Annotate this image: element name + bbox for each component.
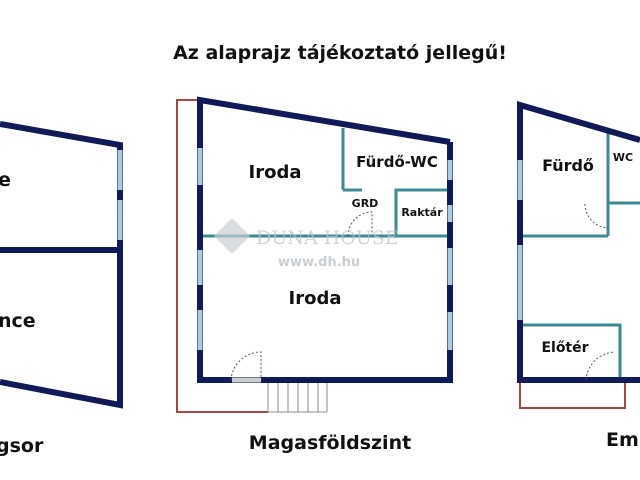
- disclaimer-title: Az alaprajz tájékoztató jellegű!: [173, 42, 507, 64]
- room-label: Iroda: [289, 288, 342, 309]
- room-label: Fürdő-WC: [356, 153, 438, 171]
- floor-name: gsor: [0, 435, 44, 457]
- floor-name: Em: [606, 429, 639, 451]
- floor-plan-ground-floor: [176, 96, 453, 413]
- room-label: Iroda: [249, 162, 302, 183]
- floor-plan-basement: [0, 121, 123, 409]
- room-label: WC: [613, 151, 633, 164]
- room-label: Raktár: [401, 206, 443, 219]
- room-label: Előtér: [541, 340, 588, 356]
- floor-name: Magasföldszint: [249, 432, 411, 454]
- room-label: Fürdő: [542, 156, 594, 175]
- watermark: DUNA HOUSE www.dh.hu: [214, 218, 399, 270]
- duna-house-logo-icon: [214, 218, 250, 254]
- watermark-url: www.dh.hu: [278, 255, 360, 270]
- floor-plan-upper-floor: [517, 101, 640, 409]
- room-label: nce: [0, 310, 36, 332]
- room-label: e: [0, 169, 11, 191]
- room-label: GRD: [352, 197, 379, 210]
- watermark-brand: DUNA HOUSE: [256, 227, 399, 249]
